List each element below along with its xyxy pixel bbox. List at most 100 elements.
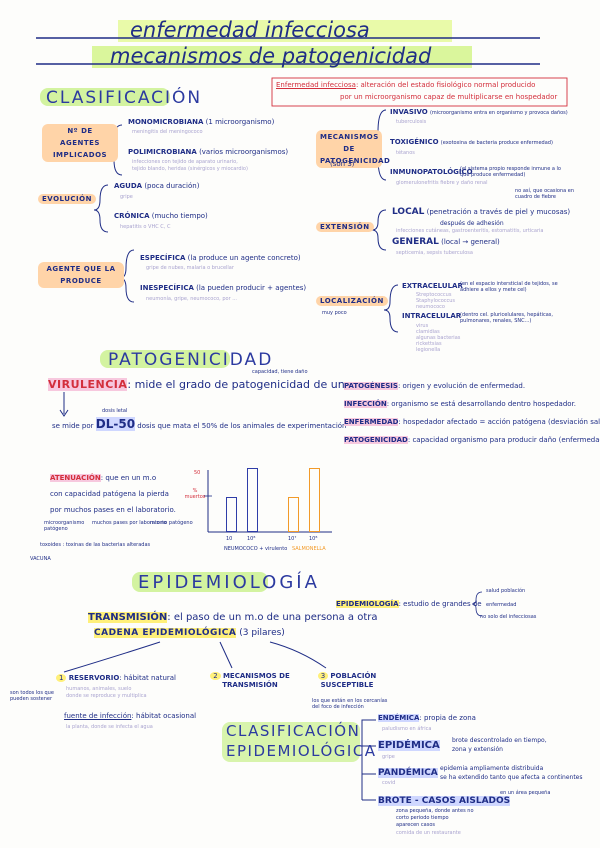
intracelular-list: virus clamidias algunas bacterias ricket… xyxy=(416,323,460,353)
item-name: EPIDÉMICA xyxy=(378,740,440,751)
definition-line-1: Enfermedad infecciosa: alteración del es… xyxy=(276,81,535,90)
endemica-sub: paludismo en áfrica xyxy=(382,726,432,732)
cadena-term: CADENA EPIDEMIOLÓGICA xyxy=(94,628,237,638)
epi-def-text: : estudio de grandes de xyxy=(398,600,482,608)
inmuno-sub: glomerulonefritis fiebre y daño renal xyxy=(396,180,488,186)
chart-bar xyxy=(288,497,299,532)
toxigenico-sub: tétanos xyxy=(396,150,415,156)
pandemica-name: PANDÉMICA xyxy=(378,768,438,778)
poli-name: POLIMICROBIANA xyxy=(128,148,197,156)
aguda-note: (poca duración) xyxy=(144,182,200,190)
cadena-row: CADENA EPIDEMIOLÓGICA (3 pilares) xyxy=(94,628,285,638)
epi-def-term: EPIDEMIOLOGÍA xyxy=(336,600,399,608)
general-sub: septicemia, sepsis tuberculosa xyxy=(396,250,473,256)
def-enfermedad: ENFERMEDAD: hospedador afectado = acción… xyxy=(344,418,600,427)
inespecifica-note: (la pueden producir + agentes) xyxy=(196,284,307,292)
inmuno-side: no así, que ocasiona en cuadro de fiebre xyxy=(515,188,575,200)
def-patogenicidad: PATOGENICIDAD: capacidad organismo para … xyxy=(344,436,600,445)
epi-def-branch-2: enfermedad xyxy=(486,602,517,608)
list-item: clamidias xyxy=(416,329,440,335)
reservorio-sub-1: humanos, animales, suelo xyxy=(66,686,132,692)
epidemiologia-heading: EPIDEMIOLOGÍA xyxy=(138,572,320,593)
title-highlight-2 xyxy=(92,46,472,68)
invasivo-name: INVASIVO xyxy=(390,108,428,116)
def-term: PATOGENICIDAD xyxy=(344,436,408,444)
brote-text: zona pequeña, donde antes no xyxy=(396,808,474,814)
group-note: + virulento xyxy=(259,546,288,552)
local-note-2: después de adhesión xyxy=(440,220,504,227)
epidemica-text-2: zona y extensión xyxy=(452,746,503,753)
list-item: virus xyxy=(416,323,429,329)
definition-text-1: : alteración del estado fisiológico norm… xyxy=(355,81,536,89)
chart-bar xyxy=(226,497,237,532)
inmuno-note: (el sistema propio responde inmune a lo … xyxy=(460,166,561,178)
epi-def-branch-3: no solo del infecciosas xyxy=(480,614,537,620)
localizacion-label: LOCALIZACIÓN xyxy=(316,296,388,306)
title-highlight-1 xyxy=(118,20,452,42)
extracelular-note: (en el espacio intersticial de tejidos, … xyxy=(460,281,558,293)
reservorio-sub-2: donde se reproduce y multiplica xyxy=(66,693,147,699)
mecanismos-label: MECANISMOS DE PATOGENICIDAD xyxy=(316,130,390,168)
atenuacion-row: ATENUACIÓN: que en un m.o xyxy=(50,474,156,483)
title-line-2: mecanismos de patogenicidad xyxy=(110,44,432,68)
patogenicidad-heading: PATOGENICIDAD xyxy=(108,350,274,370)
poli-sub-2: tejido blando, heridas (sinérgicos y mio… xyxy=(132,166,248,172)
agente-label: AGENTE QUE LA PRODUCE xyxy=(38,262,124,288)
pillar-name: MECANISMOS DE TRANSMISIÓN xyxy=(222,672,290,689)
local-sub: infecciones cutáneas, gastroenteritis, e… xyxy=(396,228,544,234)
def-infeccion: INFECCIÓN: organismo se está desarrollan… xyxy=(344,400,600,409)
general-name: GENERAL xyxy=(392,237,439,247)
chart-x-tick: 10 xyxy=(226,536,233,542)
localizacion-left-note: muy poco xyxy=(322,310,347,316)
pillar-name: POBLACIÓN SUSCEPTIBLE xyxy=(320,672,377,689)
group-name: NEUMOCOCO xyxy=(224,546,258,552)
clasificacion-heading: CLASIFICACIÓN xyxy=(46,88,203,108)
list-item: Streptococcus xyxy=(416,292,452,298)
pillar-poblacion: 3 POBLACIÓN SUSCEPTIBLE xyxy=(312,672,382,690)
chart-group-label-1: NEUMOCOCO + virulento xyxy=(224,546,287,552)
general-row: GENERAL (local → general) xyxy=(392,238,500,247)
virulencia-term: VIRULENCIA xyxy=(48,378,128,391)
agentes-label: Nº DE AGENTES IMPLICADOS xyxy=(42,124,118,162)
chart-group-label-2: SALMONELLA xyxy=(292,546,326,552)
especifica-note: (la produce un agente concreto) xyxy=(187,254,301,262)
vacuna-label: VACUNA xyxy=(30,556,51,562)
invasivo-row: INVASIVO (microorganismo entra en organi… xyxy=(390,108,568,118)
item-name: BROTE - CASOS AISLADOS xyxy=(378,796,511,806)
chart-bar xyxy=(309,467,320,532)
pillar-num: 2 xyxy=(210,672,221,680)
dl-row: se mide por DL-50 dosis que mata el 50% … xyxy=(52,417,347,431)
aguda-name: AGUDA xyxy=(114,182,143,190)
atenuacion-term: ATENUACIÓN xyxy=(50,474,101,482)
epidemica-sub: gripe xyxy=(382,754,395,760)
def-text: : hospedador afectado = acción patógena … xyxy=(398,418,600,426)
list-item: legionella xyxy=(416,347,441,353)
aguda-sub: gripe xyxy=(120,194,133,200)
reservorio-side-note: son todos los que pueden sostener xyxy=(10,690,54,702)
extension-label: EXTENSIÓN xyxy=(316,222,374,232)
poli-row: POLIMICROBIANA (varios microorganismos) xyxy=(128,148,288,157)
inmuno-row: INMUNOPATOLÓGICO xyxy=(390,168,473,177)
list-item: rickettsias xyxy=(416,341,442,347)
chart-ytick-50: 50 xyxy=(194,470,201,476)
epi-def-row: EPIDEMIOLOGÍA: estudio de grandes de xyxy=(336,600,482,609)
fuente-sub: la planta, donde se infecta el agua xyxy=(66,724,153,730)
atenuacion-sub-1: microorganismo patógeno xyxy=(44,520,85,532)
toxigenico-row: TOXIGÉNICO (exotoxina de bacteria produc… xyxy=(390,138,553,148)
evolucion-label: EVOLUCIÓN xyxy=(38,194,96,204)
transmision-term: TRANSMISIÓN xyxy=(88,612,168,623)
definition-list: PATOGÉNESIS: origen y evolución de enfer… xyxy=(344,382,600,445)
intracelular-row: INTRACELULAR xyxy=(402,312,461,321)
brote-name: BROTE - CASOS AISLADOS xyxy=(378,796,511,806)
especifica-name: ESPECÍFICA xyxy=(140,254,186,262)
intracelular-note: (dentro cel. pluricelulares, hepáticas, … xyxy=(460,312,553,324)
epidemica-text: brote descontrolado en tiempo, xyxy=(452,737,547,744)
toxigenico-name: TOXIGÉNICO xyxy=(390,138,439,146)
atenuacion-text-2: con capacidad patógena la pierda xyxy=(50,490,169,498)
inespecifica-name: INESPECÍFICA xyxy=(140,284,194,292)
pillar-num: 1 xyxy=(56,674,67,682)
chart-ylabel: % muertos xyxy=(184,488,206,500)
chart-x-tick: 10⁸ xyxy=(309,536,318,542)
item-text: : propia de zona xyxy=(419,714,476,722)
